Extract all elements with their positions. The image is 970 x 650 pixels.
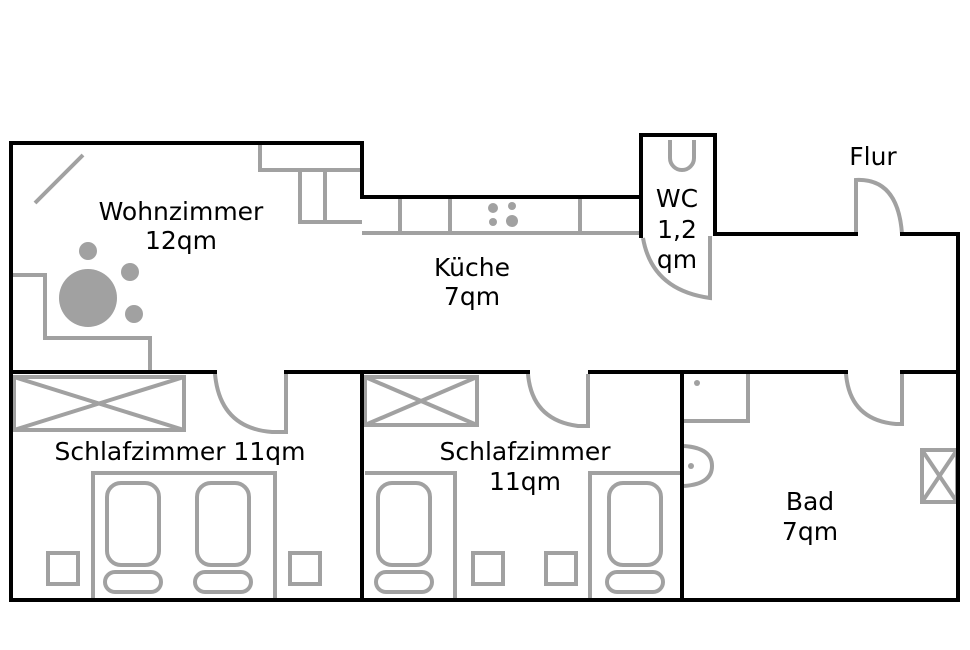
- schlaf1-door: [213, 373, 288, 434]
- room-area-bad: 7qm: [782, 517, 838, 546]
- nightstand: [471, 551, 505, 586]
- sofa: [12, 273, 152, 372]
- bad-door: [844, 373, 904, 426]
- shower-drain: [694, 380, 700, 386]
- walls: [9, 133, 960, 602]
- dining-table: [59, 242, 143, 327]
- room-label-wohnzimmer: Wohnzimmer: [99, 197, 264, 226]
- sink-icon: [683, 444, 715, 488]
- nightstand: [288, 551, 322, 586]
- nightstand: [544, 551, 578, 586]
- flur-door: [854, 177, 904, 235]
- wc-door: [641, 236, 712, 301]
- bed-3: [588, 471, 680, 598]
- room-label-schlafzimmer-1: Schlafzimmer 11qm: [55, 437, 306, 466]
- room-label-kueche: Küche: [434, 253, 510, 282]
- room-area-kueche: 7qm: [444, 282, 500, 311]
- room-label-wc: WC: [656, 184, 698, 213]
- bed-1: [91, 471, 277, 598]
- stove-icon: [488, 202, 518, 227]
- toilet-icon: [668, 140, 696, 172]
- room-area-wc-unit: qm: [657, 245, 697, 274]
- shower: [684, 374, 750, 423]
- room-area-schlafzimmer-2: 11qm: [489, 467, 561, 496]
- room-area-wc: 1,2: [657, 215, 697, 244]
- nightstand: [46, 551, 80, 586]
- bad-cabinet: [920, 448, 959, 504]
- schlaf2-door: [526, 373, 590, 428]
- wardrobe-2: [363, 375, 479, 427]
- room-label-flur: Flur: [849, 142, 897, 171]
- sink-drain: [688, 463, 694, 469]
- bed-2: [365, 471, 457, 598]
- wardrobe-1: [12, 375, 186, 432]
- tv-stand: [33, 153, 85, 205]
- room-area-wohnzimmer: 12qm: [145, 226, 217, 255]
- kitchen-counter: [362, 198, 640, 235]
- room-label-schlafzimmer-2: Schlafzimmer: [440, 437, 612, 466]
- room-label-bad: Bad: [786, 487, 834, 516]
- shelf-unit: [258, 145, 362, 224]
